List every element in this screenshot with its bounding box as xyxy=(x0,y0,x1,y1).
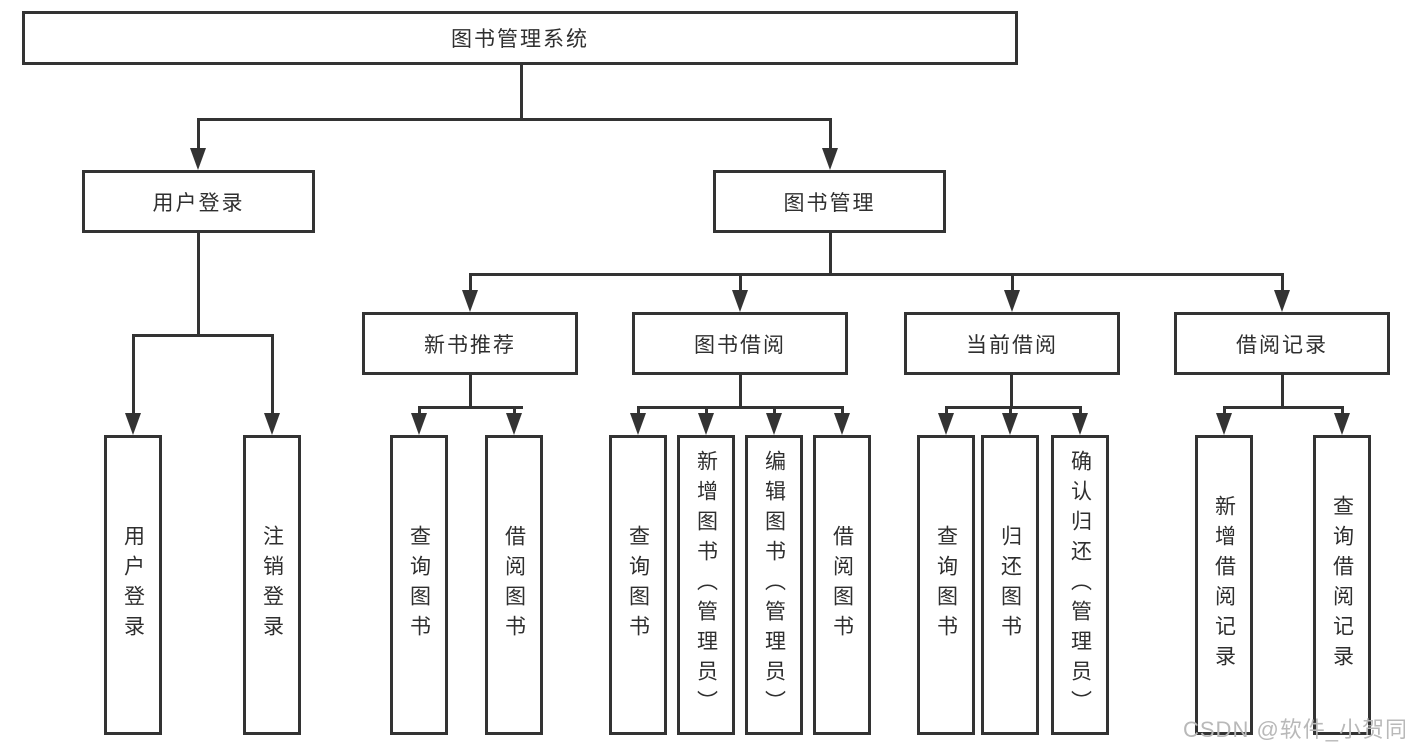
node-label: 新书推荐 xyxy=(424,333,516,357)
connector-line xyxy=(132,334,135,428)
node-label: 用户登录 xyxy=(152,191,245,215)
leaf-query-book-recommendation: 查询图书 xyxy=(390,435,448,735)
arrow-down-icon xyxy=(938,413,954,435)
leaf-query-book-borrowing: 查询图书 xyxy=(609,435,667,735)
arrow-down-icon xyxy=(1274,290,1290,312)
csdn-watermark: CSDN @软件_小贺同学 xyxy=(1183,717,1405,742)
arrow-down-icon xyxy=(1072,413,1088,435)
leaf-confirm-return-admin: 确认归还（管理员） xyxy=(1051,435,1109,735)
arrow-down-icon xyxy=(462,290,478,312)
leaf-query-book-current: 查询图书 xyxy=(917,435,975,735)
arrow-down-icon xyxy=(1004,290,1020,312)
connector-line xyxy=(469,273,1283,276)
node-current-borrowing: 当前借阅 xyxy=(904,312,1120,375)
connector-line xyxy=(829,118,832,158)
connector-line xyxy=(197,233,200,337)
leaf-label: 新增借阅记录 xyxy=(1212,495,1236,675)
connector-line xyxy=(1223,406,1344,409)
arrow-down-icon xyxy=(411,413,427,435)
leaf-label: 借阅图书 xyxy=(830,525,854,645)
connector-line xyxy=(637,406,844,409)
leaf-add-book-admin: 新增图书（管理员） xyxy=(677,435,735,735)
node-book-management: 图书管理 xyxy=(713,170,946,233)
connector-line xyxy=(829,233,832,276)
arrow-down-icon xyxy=(506,413,522,435)
leaf-label: 查询图书 xyxy=(407,525,431,645)
connector-line xyxy=(520,65,523,119)
leaf-label: 归还图书 xyxy=(998,525,1022,645)
node-new-book-recommendation: 新书推荐 xyxy=(362,312,578,375)
leaf-user-login: 用户登录 xyxy=(104,435,162,735)
leaf-add-borrow-record: 新增借阅记录 xyxy=(1195,435,1253,735)
node-label: 借阅记录 xyxy=(1236,333,1328,357)
leaf-label: 注销登录 xyxy=(260,525,284,645)
arrow-down-icon xyxy=(834,413,850,435)
arrow-down-icon xyxy=(630,413,646,435)
leaf-borrow-book: 借阅图书 xyxy=(813,435,871,735)
node-label: 图书管理系统 xyxy=(451,28,589,51)
arrow-down-icon xyxy=(1002,413,1018,435)
arrow-down-icon xyxy=(698,413,714,435)
node-root-library-system: 图书管理系统 xyxy=(22,11,1018,65)
arrow-down-icon xyxy=(190,148,206,170)
connector-line xyxy=(469,273,472,295)
connector-line xyxy=(945,406,1082,409)
node-label: 图书借阅 xyxy=(694,333,786,357)
leaf-query-borrow-record: 查询借阅记录 xyxy=(1313,435,1371,735)
leaf-label: 编辑图书（管理员） xyxy=(762,450,786,720)
connector-line xyxy=(132,334,274,337)
node-book-borrowing: 图书借阅 xyxy=(632,312,848,375)
leaf-borrow-book-recommendation: 借阅图书 xyxy=(485,435,543,735)
node-label: 图书管理 xyxy=(783,191,876,215)
connector-line xyxy=(739,273,742,295)
connector-line xyxy=(469,375,472,409)
connector-line xyxy=(1011,273,1014,295)
connector-line xyxy=(739,375,742,409)
connector-line xyxy=(1281,375,1284,409)
node-borrowing-records: 借阅记录 xyxy=(1174,312,1390,375)
leaf-label: 查询图书 xyxy=(934,525,958,645)
leaf-label: 借阅图书 xyxy=(502,525,526,645)
arrow-down-icon xyxy=(822,148,838,170)
leaf-logout: 注销登录 xyxy=(243,435,301,735)
leaf-label: 用户登录 xyxy=(121,525,145,645)
node-label: 当前借阅 xyxy=(966,333,1058,357)
connector-line xyxy=(271,334,274,428)
arrow-down-icon xyxy=(264,413,280,435)
connector-line xyxy=(1281,273,1284,295)
connector-line xyxy=(197,118,200,158)
leaf-label: 新增图书（管理员） xyxy=(694,450,718,720)
leaf-edit-book-admin: 编辑图书（管理员） xyxy=(745,435,803,735)
arrow-down-icon xyxy=(1216,413,1232,435)
arrow-down-icon xyxy=(732,290,748,312)
leaf-return-book: 归还图书 xyxy=(981,435,1039,735)
leaf-label: 查询图书 xyxy=(626,525,650,645)
arrow-down-icon xyxy=(125,413,141,435)
node-user-login: 用户登录 xyxy=(82,170,315,233)
connector-line xyxy=(197,118,831,121)
leaf-label: 查询借阅记录 xyxy=(1330,495,1354,675)
arrow-down-icon xyxy=(766,413,782,435)
leaf-label: 确认归还（管理员） xyxy=(1068,450,1092,720)
arrow-down-icon xyxy=(1334,413,1350,435)
connector-line xyxy=(418,406,523,409)
connector-line xyxy=(1010,375,1013,409)
